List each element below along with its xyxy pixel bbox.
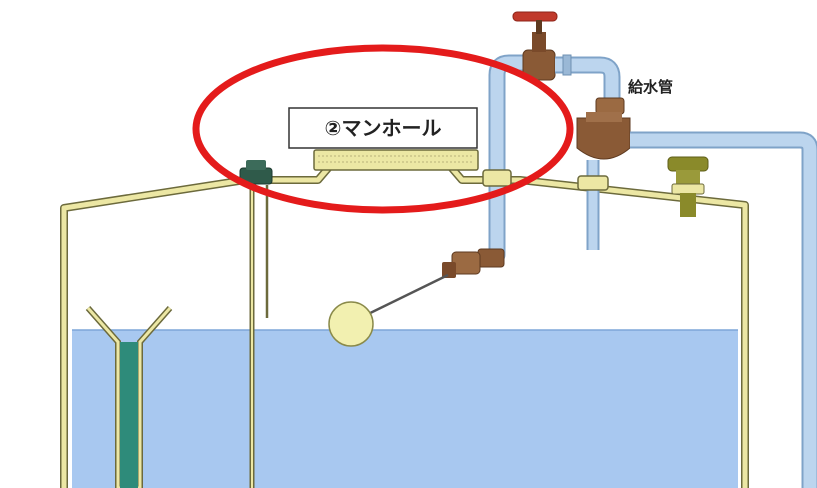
water-body [72,330,738,488]
outlet-pipe [630,131,817,488]
manhole-label: ②マンホール [325,116,442,140]
pipe-clamp [482,169,512,187]
gate-valve-icon [512,11,558,81]
float-arm [359,273,449,320]
level-sensor-cap-icon [239,160,273,185]
supply-pipe-horizontal [555,56,621,103]
float-ball-icon [328,301,374,347]
vent-cap-icon [667,156,709,217]
manhole-cover [313,149,479,171]
manhole-label-box: ②マンホール [288,107,478,149]
water-supply-pipe-label: 給水管 [628,78,673,96]
overflow-pipe [85,306,173,488]
ball-tap-valve-icon [442,248,505,278]
drop-pipe-clamp [577,175,609,191]
pipe-coupling [562,54,572,76]
highlight-ellipse-icon [192,44,574,214]
pressure-reducing-valve-icon [576,97,631,160]
supply-pipe-vertical [488,54,534,264]
